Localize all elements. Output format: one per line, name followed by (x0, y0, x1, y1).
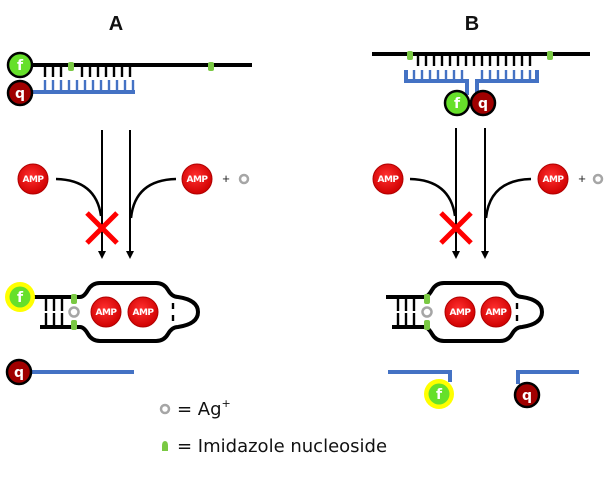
amp-molecule: AMP (537, 163, 569, 195)
panel-a-reaction: AMP AMP + (17, 130, 250, 259)
amp-path-left (55, 177, 103, 217)
panel-a-aptamer-amp-complex: AMP AMP f (5, 281, 200, 343)
panel-b-released-fluorophore-strand: f (388, 370, 454, 409)
complement-strand (388, 370, 452, 382)
legend-ag-text: = Ag+ (177, 397, 231, 420)
panel-a-initial-duplex: f q (6, 51, 252, 107)
panel-b-initial-duplex: f q (372, 51, 590, 117)
quencher-label: q (522, 388, 532, 404)
complement-strand-left (404, 70, 469, 95)
panel-b-aptamer-amp-complex: AMP AMP (386, 281, 544, 343)
amp-molecule: AMP (181, 163, 213, 195)
amp-molecule: AMP (90, 296, 122, 328)
complement-base-ticks (43, 80, 135, 92)
ag-ion-icon (238, 173, 250, 185)
aptamer-base-ticks (416, 54, 532, 66)
plus-sign: + (222, 171, 230, 186)
panel-label-b: B (465, 13, 479, 35)
imidazole-mark (424, 320, 430, 330)
complement-strand (516, 370, 579, 384)
ag-ion-icon (159, 403, 171, 415)
imidazole-mark (208, 62, 214, 71)
imidazole-mark (424, 294, 430, 304)
plus-sign: + (578, 171, 586, 186)
fluorophore-glowing: f (424, 379, 454, 409)
panel-a-released-quencher-strand: q (5, 358, 134, 386)
quencher: q (469, 89, 497, 117)
legend: = Ag+ = Imidazole nucleoside (159, 397, 387, 457)
amp-label: AMP (186, 175, 208, 185)
amp-molecule: AMP (127, 296, 159, 328)
amp-label: AMP (95, 308, 117, 318)
amp-label: AMP (485, 308, 507, 318)
ag-ion-icon (421, 306, 433, 318)
amp-molecule: AMP (480, 296, 512, 328)
legend-imidazole-label: = Imidazole nucleoside (177, 436, 387, 457)
amp-molecule: AMP (444, 296, 476, 328)
legend-imidazole: = Imidazole nucleoside (162, 436, 387, 457)
fluorophore-label: f (454, 96, 461, 112)
amp-molecule: AMP (372, 163, 404, 195)
quencher: q (513, 381, 541, 409)
amp-label: AMP (542, 175, 564, 185)
fluorophore-glowing: f (5, 282, 35, 312)
panel-b-released-quencher-strand: q (513, 370, 579, 409)
fluorophore-label: f (17, 58, 24, 74)
aptamer-base-ticks (43, 65, 132, 77)
fluorophore: f (443, 89, 471, 117)
fluorophore-label: f (17, 290, 24, 306)
amp-path-right (484, 177, 532, 219)
blocked-cross-icon (439, 211, 473, 245)
amp-label: AMP (449, 308, 471, 318)
legend-ag: = Ag+ (159, 397, 231, 420)
amp-label: AMP (22, 175, 44, 185)
imidazole-mark (68, 62, 74, 71)
panel-label-a: A (109, 13, 123, 35)
legend-ag-label: = Ag (177, 399, 222, 420)
amp-molecule: AMP (17, 163, 49, 195)
imidazole-mark (547, 51, 553, 60)
fluorophore-label: f (436, 387, 443, 403)
amp-label: AMP (377, 175, 399, 185)
complement-base-ticks (412, 70, 532, 81)
ag-ion-icon (68, 306, 80, 318)
imidazole-mark (407, 51, 413, 60)
quencher-label: q (14, 365, 24, 381)
amp-label: AMP (132, 308, 154, 318)
quencher: q (5, 358, 33, 386)
panel-b-reaction: AMP AMP + (372, 128, 604, 259)
legend-ag-superscript: + (222, 397, 231, 410)
fluorophore: f (6, 51, 34, 79)
quencher-label: q (15, 86, 25, 102)
amp-path-right (129, 177, 177, 219)
imidazole-icon (162, 441, 168, 451)
amp-path-left (409, 177, 457, 217)
imidazole-mark (71, 320, 77, 330)
quencher: q (6, 79, 34, 107)
blocked-cross-icon (85, 211, 119, 245)
imidazole-mark (71, 294, 77, 304)
ag-ion-icon (592, 173, 604, 185)
quencher-label: q (478, 96, 488, 112)
